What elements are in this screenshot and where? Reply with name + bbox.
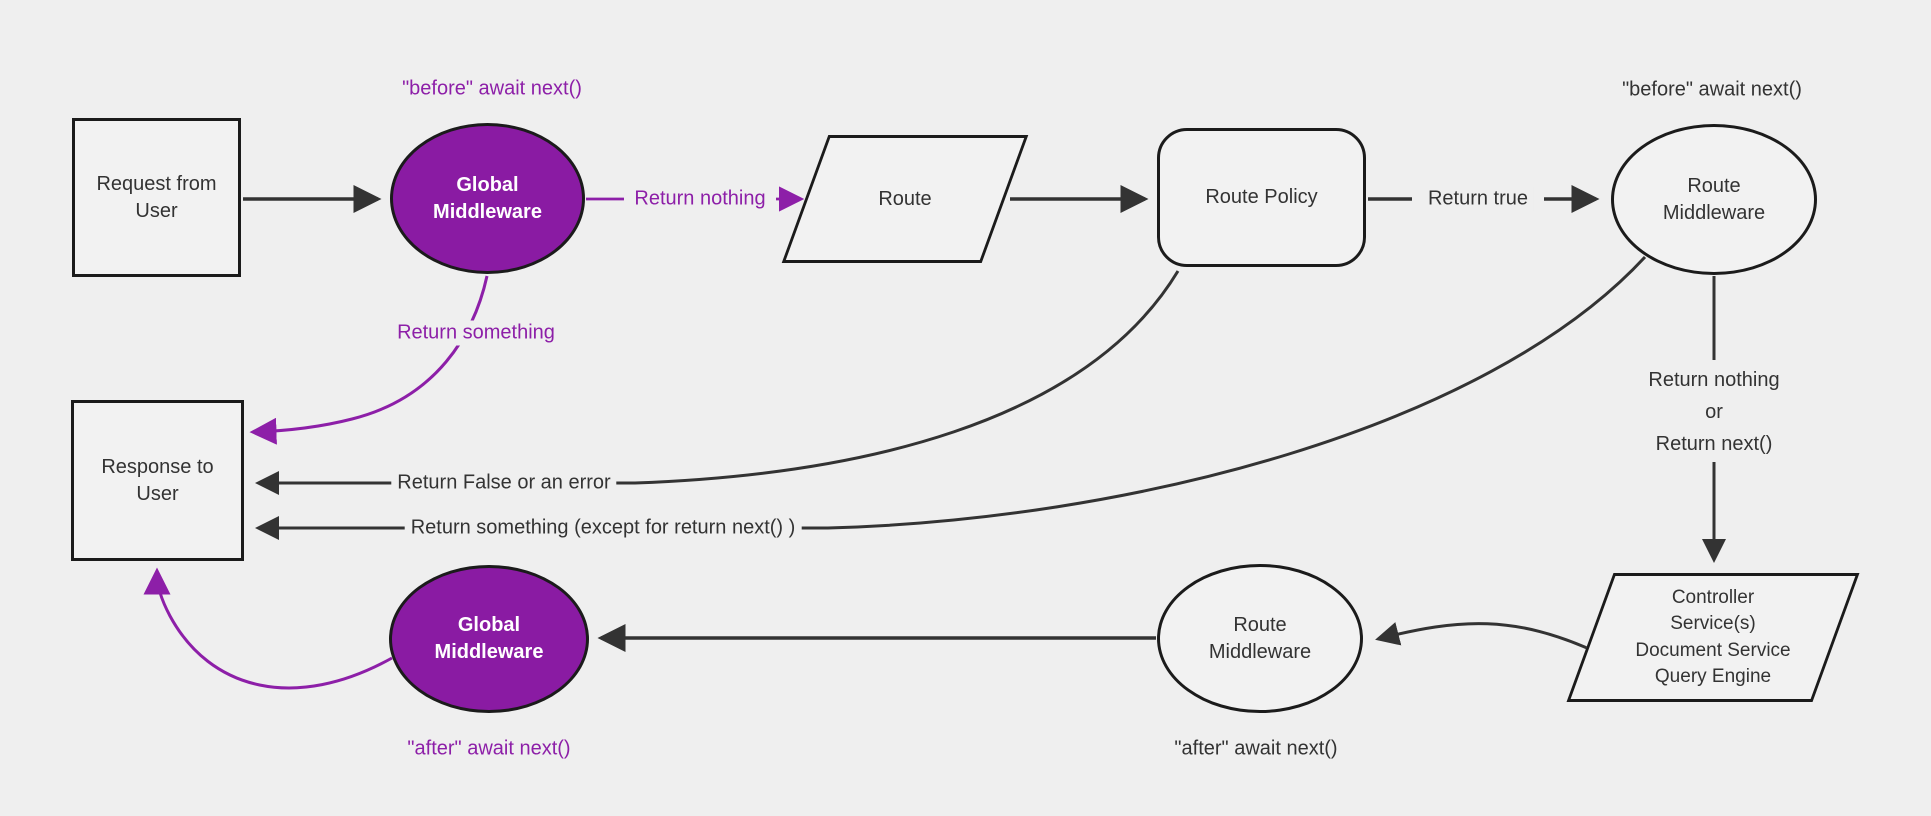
node-label-line: Query Engine (1654, 665, 1772, 687)
label-line: Return nothing (1648, 369, 1780, 391)
edge-routemw-to-response (255, 255, 1647, 540)
node-label-line: Response to (101, 455, 214, 478)
label-after-await-next-global: "after" await next() (407, 737, 571, 760)
label-return-nothing: Return nothing (628, 186, 772, 212)
label-return-something-except: Return something (except for return next… (404, 515, 802, 541)
node-label-line: Middleware (433, 200, 542, 223)
node-label-line: Middleware (434, 641, 544, 663)
edge-controller-to-routemw (1375, 622, 1597, 654)
node-label-line: Document Service (1635, 639, 1791, 661)
node-label-line: Request from (96, 172, 217, 195)
node-route-middleware-after: Route Middleware (1157, 564, 1363, 713)
label-line: Return next() (1655, 433, 1773, 455)
edge-global-after-to-response (143, 567, 393, 690)
node-global-middleware-after: Global Middleware (389, 565, 589, 713)
node-request-from-user: Request from User (72, 118, 241, 277)
label-return-true: Return true (1421, 186, 1535, 212)
label-after-await-next-route: "after" await next() (1174, 737, 1338, 760)
node-label-line: User (135, 199, 178, 222)
node-label-line: Route Policy (1205, 186, 1318, 208)
node-label-line: Global (456, 173, 519, 196)
node-label-line: Controller (1671, 587, 1755, 609)
node-label-line: Route (878, 187, 932, 210)
edge-global-before-to-response (249, 275, 489, 445)
edge-policy-to-response (255, 270, 1180, 495)
node-label-line: Route (1687, 174, 1741, 197)
label-before-await-next-route: "before" await next() (1622, 78, 1802, 101)
node-route-label: Route (805, 135, 1005, 263)
node-label-line: Middleware (1208, 640, 1312, 663)
label-return-something: Return something (391, 320, 561, 346)
node-route-middleware-before: Route Middleware (1611, 124, 1817, 275)
node-label-line: Service(s) (1670, 613, 1756, 635)
node-label-line: Middleware (1662, 201, 1766, 224)
node-controller-services-label: Controller Service(s) Document Service Q… (1590, 573, 1836, 702)
label-before-await-next-global: "before" await next() (402, 77, 582, 100)
node-route-policy: Route Policy (1157, 128, 1366, 267)
node-label-line: User (136, 482, 179, 505)
node-global-middleware-before: Global Middleware (390, 123, 585, 274)
label-line: or (1705, 401, 1723, 423)
node-label-line: Global (457, 614, 521, 636)
node-response-to-user: Response to User (71, 400, 244, 561)
label-return-false-or-error: Return False or an error (391, 470, 617, 496)
label-return-nothing-or-next: Return nothing or Return next() (1613, 363, 1815, 461)
node-label-line: Route (1233, 613, 1287, 636)
